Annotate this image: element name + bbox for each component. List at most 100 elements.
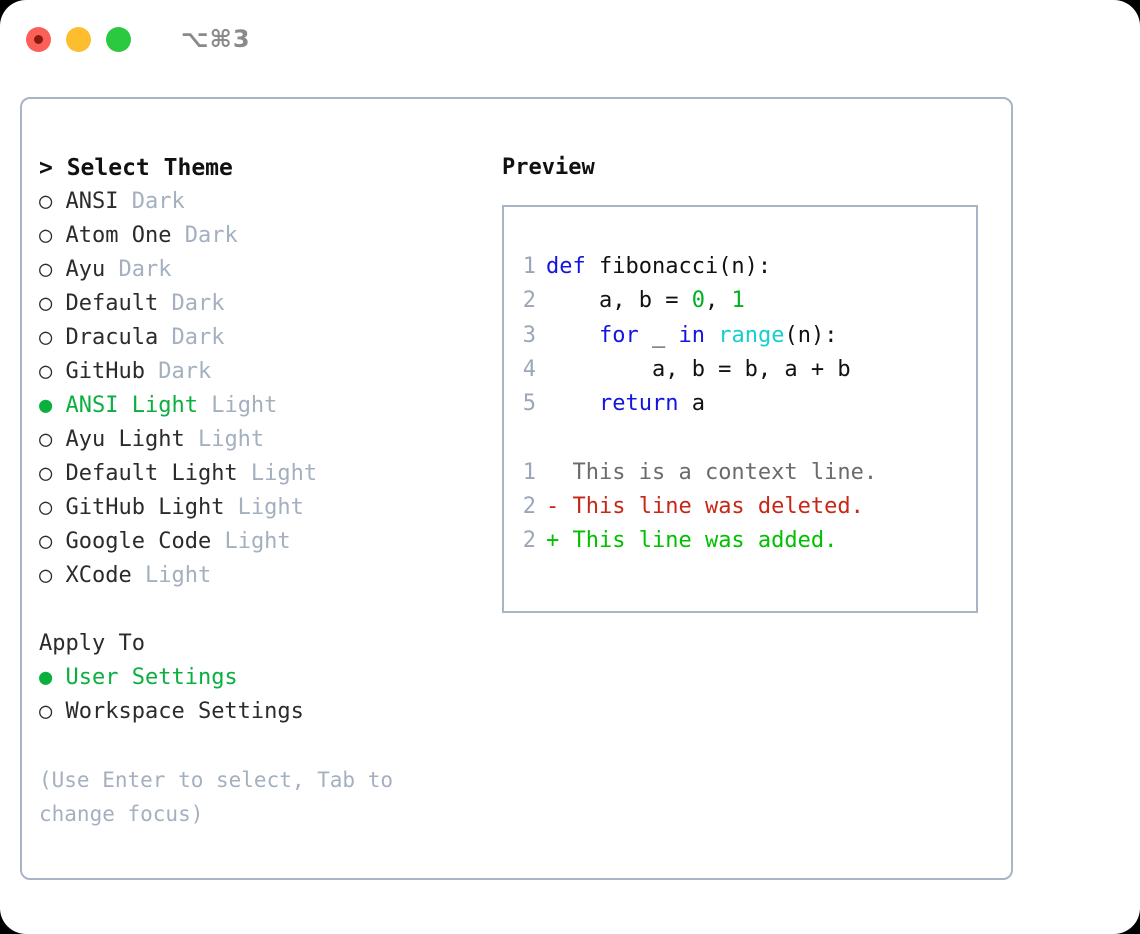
code-line: 2 a, b = 0, 1 — [514, 284, 972, 318]
code-line: 4 a, b = b, a + b — [514, 353, 972, 387]
diff-text: This is a context line. — [559, 459, 878, 485]
theme-option-atom-one[interactable]: ○ Atom One Dark — [39, 219, 499, 253]
theme-option-google-code[interactable]: ○ Google Code Light — [39, 525, 499, 559]
traffic-light-buttons — [26, 26, 131, 52]
theme-option-list[interactable]: ○ ANSI Dark○ Atom One Dark○ Ayu Dark○ De… — [39, 185, 499, 593]
diff-sign — [546, 460, 559, 485]
theme-option-category: Light — [224, 495, 304, 520]
theme-option-name: Ayu — [52, 257, 106, 282]
theme-option-name: Atom One — [52, 223, 172, 248]
code-token: for — [598, 322, 639, 348]
apply-to-section: Apply To ● User Settings○ Workspace Sett… — [39, 627, 499, 729]
theme-option-ansi[interactable]: ○ ANSI Dark — [39, 185, 499, 219]
close-window-button[interactable] — [26, 26, 51, 52]
theme-option-name: Default — [52, 291, 159, 316]
code-line: 1 def fibonacci(n): — [514, 250, 972, 284]
theme-option-github[interactable]: ○ GitHub Dark — [39, 355, 499, 389]
theme-option-name: Dracula — [52, 325, 159, 350]
theme-option-category: Dark — [158, 325, 225, 350]
diff-sign: - — [546, 494, 560, 520]
theme-option-category: Dark — [118, 189, 185, 214]
theme-option-category: Light — [211, 529, 291, 554]
code-token: def — [546, 254, 599, 279]
theme-selector-column: > Select Theme ○ ANSI Dark○ Atom One Dar… — [39, 151, 499, 831]
radio-selected-icon: ● — [39, 393, 53, 418]
code-token: , — [704, 288, 732, 314]
line-number: 2 — [522, 494, 536, 520]
theme-option-name: XCode — [52, 563, 132, 588]
diff-sign: + — [546, 528, 560, 554]
radio-unselected-icon: ○ — [39, 325, 53, 350]
theme-option-dracula[interactable]: ○ Dracula Dark — [39, 321, 499, 355]
theme-option-xcode[interactable]: ○ XCode Light — [39, 559, 499, 593]
apply-to-heading: Apply To — [39, 631, 145, 656]
code-token: _ — [638, 322, 679, 348]
keyboard-hint-text: (Use Enter to select, Tab to change focu… — [39, 768, 394, 826]
code-token: return — [598, 391, 679, 417]
line-number: 1 — [522, 254, 536, 279]
theme-option-category: Dark — [144, 359, 212, 384]
diff-line-add: 2 + This line was added. — [514, 524, 972, 558]
apply-to-option-label: Workspace Settings — [52, 699, 304, 724]
theme-option-name: Default Light — [52, 461, 238, 486]
code-token — [705, 323, 718, 348]
radio-unselected-icon: ○ — [39, 257, 53, 282]
radio-unselected-icon: ○ — [39, 223, 53, 248]
maximize-window-button[interactable] — [106, 26, 131, 52]
theme-option-category: Light — [237, 461, 318, 486]
apply-to-option-list[interactable]: ● User Settings○ Workspace Settings — [39, 661, 499, 729]
code-token: a — [678, 391, 705, 417]
code-token: 0 — [691, 288, 705, 314]
apply-to-option-user-settings[interactable]: ● User Settings — [39, 661, 499, 695]
line-number: 1 — [522, 459, 536, 485]
code-token: range — [718, 322, 785, 348]
theme-option-category: Dark — [105, 257, 172, 282]
diff-text: This line was deleted. — [559, 494, 864, 520]
diff-text: This line was added. — [559, 528, 838, 554]
theme-option-name: GitHub Light — [52, 495, 225, 520]
theme-option-name: GitHub — [52, 359, 145, 384]
content-panel: > Select Theme ○ ANSI Dark○ Atom One Dar… — [20, 97, 1013, 880]
radio-unselected-icon: ○ — [39, 427, 53, 452]
line-number: 2 — [522, 528, 536, 554]
code-token: 1 — [731, 288, 745, 314]
radio-unselected-icon: ○ — [39, 563, 53, 588]
radio-unselected-icon: ○ — [39, 359, 53, 384]
preview-label: Preview — [502, 155, 595, 180]
line-number: 2 — [522, 288, 536, 314]
theme-option-name: ANSI — [52, 189, 119, 214]
code-line: 3 for _ in range(n): — [514, 319, 972, 353]
theme-option-name: Ayu Light — [52, 427, 185, 452]
radio-unselected-icon: ○ — [39, 291, 53, 316]
theme-option-ayu[interactable]: ○ Ayu Dark — [39, 253, 499, 287]
minimize-window-button[interactable] — [66, 26, 91, 52]
theme-option-default-light[interactable]: ○ Default Light Light — [39, 457, 499, 491]
code-token: fibonacci(n): — [598, 254, 772, 279]
theme-option-ansi-light[interactable]: ● ANSI Light Light — [39, 389, 499, 423]
theme-option-github-light[interactable]: ○ GitHub Light Light — [39, 491, 499, 525]
code-token — [546, 391, 599, 416]
diff-line-del: 2- This line was deleted. — [514, 490, 972, 524]
code-token: a, b = — [546, 288, 692, 314]
theme-option-category: Light — [184, 427, 265, 452]
theme-option-category: Dark — [158, 291, 225, 316]
apply-to-option-label: User Settings — [52, 665, 238, 690]
theme-option-category: Light — [131, 563, 212, 588]
select-theme-heading: > Select Theme — [39, 155, 233, 181]
theme-option-ayu-light[interactable]: ○ Ayu Light Light — [39, 423, 499, 457]
radio-unselected-icon: ○ — [39, 699, 53, 724]
radio-unselected-icon: ○ — [39, 189, 53, 214]
theme-option-category: Light — [197, 393, 278, 418]
theme-option-default[interactable]: ○ Default Dark — [39, 287, 499, 321]
theme-option-category: Dark — [171, 223, 238, 248]
radio-unselected-icon: ○ — [39, 461, 53, 486]
diff-line-ctx: 1 This is a context line. — [514, 456, 972, 490]
code-token: (n): — [784, 322, 838, 348]
radio-unselected-icon: ○ — [39, 495, 53, 520]
code-blank-line — [514, 421, 972, 455]
radio-unselected-icon: ○ — [39, 529, 53, 554]
apply-to-option-workspace-settings[interactable]: ○ Workspace Settings — [39, 695, 499, 729]
